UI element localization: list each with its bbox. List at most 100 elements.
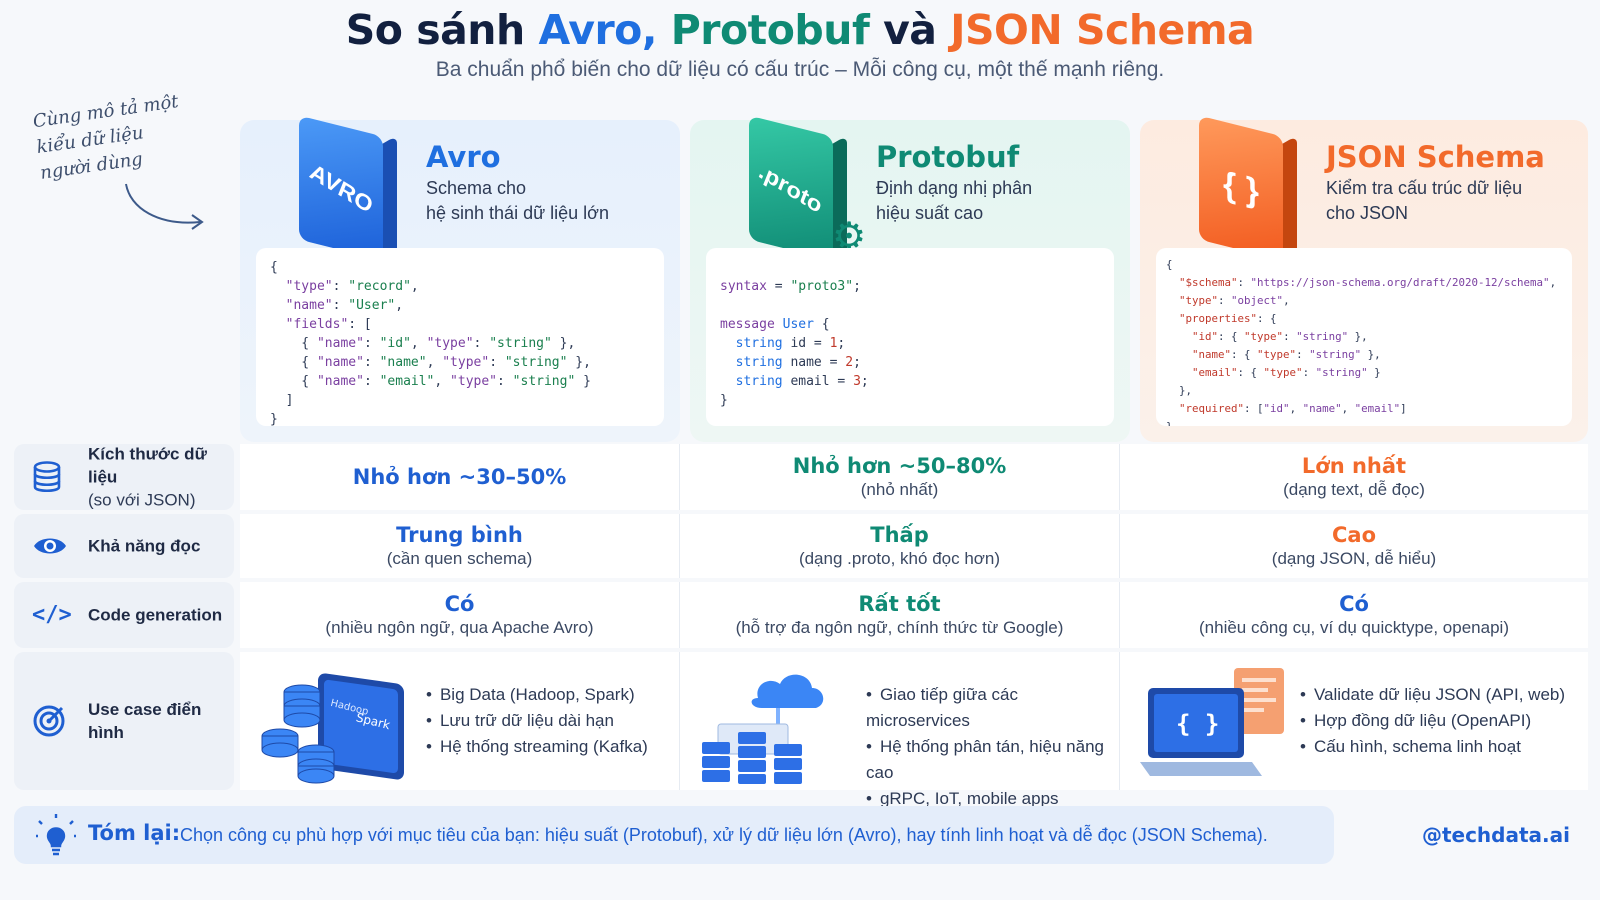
list-item: Giao tiếp giữa các microservices xyxy=(866,682,1119,734)
title-avro: Avro, xyxy=(538,6,657,54)
row-label-text: Code generation xyxy=(88,605,223,625)
cell-json-use-cases: { } Validate dữ liệu JSON (API, web) Hợp… xyxy=(1120,652,1588,790)
avro-logo-text: AVRO xyxy=(306,157,377,218)
summary-text: Chọn công cụ phù hợp với mục tiêu của bạ… xyxy=(180,825,1268,845)
cell-value: Có xyxy=(1339,592,1369,616)
cell-avro-readability: Trung bình (cần quen schema) xyxy=(240,514,680,578)
cell-note: (hỗ trợ đa ngôn ngữ, chính thức từ Googl… xyxy=(735,618,1064,637)
cell-protobuf-readability: Thấp (dạng .proto, khó đọc hơn) xyxy=(680,514,1120,578)
page-title: So sánh Avro, Protobuf và JSON Schema xyxy=(0,6,1600,54)
row-label-code-generation: </> Code generation xyxy=(14,582,234,648)
cell-value: Trung bình xyxy=(396,523,523,547)
row-label-use-cases: Use case điển hình xyxy=(14,652,234,790)
avro-description: Schema cho hệ sinh thái dữ liệu lớn xyxy=(426,176,671,226)
cell-json-size: Lớn nhất (dạng text, dễ đọc) xyxy=(1120,444,1588,510)
avro-logo-icon: AVRO xyxy=(285,115,397,267)
avro-desc-line1: Schema cho xyxy=(426,178,527,198)
protobuf-code-sample: syntax = "proto3"; message User { string… xyxy=(706,248,1114,426)
cell-value: Nhỏ hơn ~50–80% xyxy=(792,454,1007,478)
cell-value: Cao xyxy=(1331,523,1376,547)
eye-icon xyxy=(34,538,66,554)
json-schema-description: Kiểm tra cấu trúc dữ liệu cho JSON xyxy=(1326,176,1571,226)
cell-value: Lớn nhất xyxy=(1301,454,1407,478)
list-item: Validate dữ liệu JSON (API, web) xyxy=(1300,682,1565,708)
protobuf-desc-line1: Định dạng nhị phân xyxy=(876,178,1033,198)
avro-code-sample: { "type": "record", "name": "User", "fie… xyxy=(256,248,664,426)
json-logo-text: { } xyxy=(1223,164,1259,211)
list-item: Hợp đồng dữ liệu (OpenAPI) xyxy=(1300,708,1565,734)
protobuf-card: .proto ⚙ Protobuf Định dạng nhị phân hiệ… xyxy=(690,115,1130,442)
cell-protobuf-codegen: Rất tốt (hỗ trợ đa ngôn ngữ, chính thức … xyxy=(680,582,1120,648)
list-item: Big Data (Hadoop, Spark) xyxy=(426,682,648,708)
list-item: gRPC, IoT, mobile apps xyxy=(866,786,1119,812)
big-data-illustration-icon: Hadoop Spark xyxy=(261,673,404,784)
target-icon xyxy=(33,705,65,737)
row-label-text: Kích thước dữ liệu xyxy=(88,444,207,487)
protobuf-logo-text: .proto xyxy=(756,157,827,218)
protobuf-logo-icon: .proto ⚙ xyxy=(735,115,866,267)
json-use-case-list: Validate dữ liệu JSON (API, web) Hợp đồn… xyxy=(1300,682,1565,760)
database-icon xyxy=(33,461,61,493)
avro-name: Avro xyxy=(426,140,501,174)
title-protobuf: Protobuf xyxy=(670,6,870,54)
cell-value: Nhỏ hơn ~30–50% xyxy=(352,465,567,489)
cell-note: (dạng JSON, dễ hiểu) xyxy=(1271,549,1437,568)
json-schema-logo-icon: { } xyxy=(1185,115,1297,267)
cell-json-readability: Cao (dạng JSON, dễ hiểu) xyxy=(1120,514,1588,578)
cloud-servers-illustration-icon xyxy=(702,674,824,784)
json-desc-line1: Kiểm tra cấu trúc dữ liệu xyxy=(1326,178,1523,198)
cell-protobuf-use-cases: Giao tiếp giữa các microservices Hệ thốn… xyxy=(680,652,1120,808)
list-item: Hệ thống phân tán, hiệu năng cao xyxy=(866,734,1119,786)
title-prefix: So sánh xyxy=(345,6,525,54)
cell-note: (dạng text, dễ đọc) xyxy=(1283,480,1425,499)
summary-label: Tóm lại: xyxy=(88,821,181,845)
row-label-subtext: (so với JSON) xyxy=(88,490,196,510)
row-label-data-size: Kích thước dữ liệu (so với JSON) xyxy=(14,444,234,510)
cell-note: (nhiều ngôn ngữ, qua Apache Avro) xyxy=(325,618,594,637)
avro-use-case-list: Big Data (Hadoop, Spark) Lưu trữ dữ liệu… xyxy=(426,682,648,760)
json-schema-name: JSON Schema xyxy=(1326,140,1545,174)
row-readability: Khả năng đọc Trung bình (cần quen schema… xyxy=(14,514,1588,578)
cell-avro-size: Nhỏ hơn ~30–50% xyxy=(240,444,680,510)
title-and: và xyxy=(883,6,937,54)
json-schema-code-sample: { "$schema": "https://json-schema.org/dr… xyxy=(1156,248,1572,426)
avro-card: AVRO Avro Schema cho hệ sinh thái dữ liệ… xyxy=(240,115,680,442)
cell-note: (nhỏ nhất) xyxy=(860,480,939,499)
handwritten-note: Cùng mô tả một kiểu dữ liệu người dùng xyxy=(31,91,180,184)
protobuf-name: Protobuf xyxy=(876,140,1020,174)
list-item: Cấu hình, schema linh hoạt xyxy=(1300,734,1565,760)
protobuf-use-case-list: Giao tiếp giữa các microservices Hệ thốn… xyxy=(866,682,1119,812)
row-label-readability: Khả năng đọc xyxy=(14,514,234,578)
row-use-cases: Use case điển hình Hadoop Spark Big Data… xyxy=(14,652,1588,808)
summary-banner: Tóm lại: Chọn công cụ phù hợp với mục ti… xyxy=(14,806,1334,864)
cell-note: (dạng .proto, khó đọc hơn) xyxy=(798,549,1001,568)
cell-avro-codegen: Có (nhiều ngôn ngữ, qua Apache Avro) xyxy=(240,582,680,648)
row-label-text: Khả năng đọc xyxy=(88,536,201,556)
cell-note: (nhiều công cụ, ví dụ quicktype, openapi… xyxy=(1199,618,1509,637)
row-label-text: Use case điển hình xyxy=(88,700,202,742)
svg-text:{ }: { } xyxy=(1176,710,1219,738)
title-json: JSON Schema xyxy=(950,6,1255,54)
cell-value: Rất tốt xyxy=(858,592,941,616)
cell-avro-use-cases: Hadoop Spark Big Data (Hadoop, Spark) Lư… xyxy=(240,652,680,790)
avro-desc-line2: hệ sinh thái dữ liệu lớn xyxy=(426,203,609,223)
laptop-json-illustration-icon: { } xyxy=(1140,668,1284,776)
list-item: Hệ thống streaming (Kafka) xyxy=(426,734,648,760)
code-icon: </> xyxy=(32,602,72,628)
cell-protobuf-size: Nhỏ hơn ~50–80% (nhỏ nhất) xyxy=(680,444,1120,510)
cell-note: (cần quen schema) xyxy=(386,549,533,568)
row-data-size: Kích thước dữ liệu (so với JSON) Nhỏ hơn… xyxy=(14,444,1588,510)
cell-value: Thấp xyxy=(870,523,929,547)
protobuf-description: Định dạng nhị phân hiệu suất cao xyxy=(876,176,1121,226)
protobuf-desc-line2: hiệu suất cao xyxy=(876,203,984,223)
cell-json-codegen: Có (nhiều công cụ, ví dụ quicktype, open… xyxy=(1120,582,1588,648)
cell-value: Có xyxy=(444,592,475,616)
brand-handle: @techdata.ai xyxy=(1421,823,1570,847)
list-item: Lưu trữ dữ liệu dài hạn xyxy=(426,708,648,734)
curved-arrow-icon xyxy=(125,183,204,230)
json-schema-card: { } JSON Schema Kiểm tra cấu trúc dữ liệ… xyxy=(1140,115,1588,442)
json-desc-line2: cho JSON xyxy=(1326,203,1409,223)
row-code-generation: </> Code generation Có (nhiều ngôn ngữ, … xyxy=(14,582,1588,648)
lightbulb-icon xyxy=(36,814,76,856)
page-subtitle: Ba chuẩn phổ biến cho dữ liệu có cấu trú… xyxy=(435,58,1165,81)
